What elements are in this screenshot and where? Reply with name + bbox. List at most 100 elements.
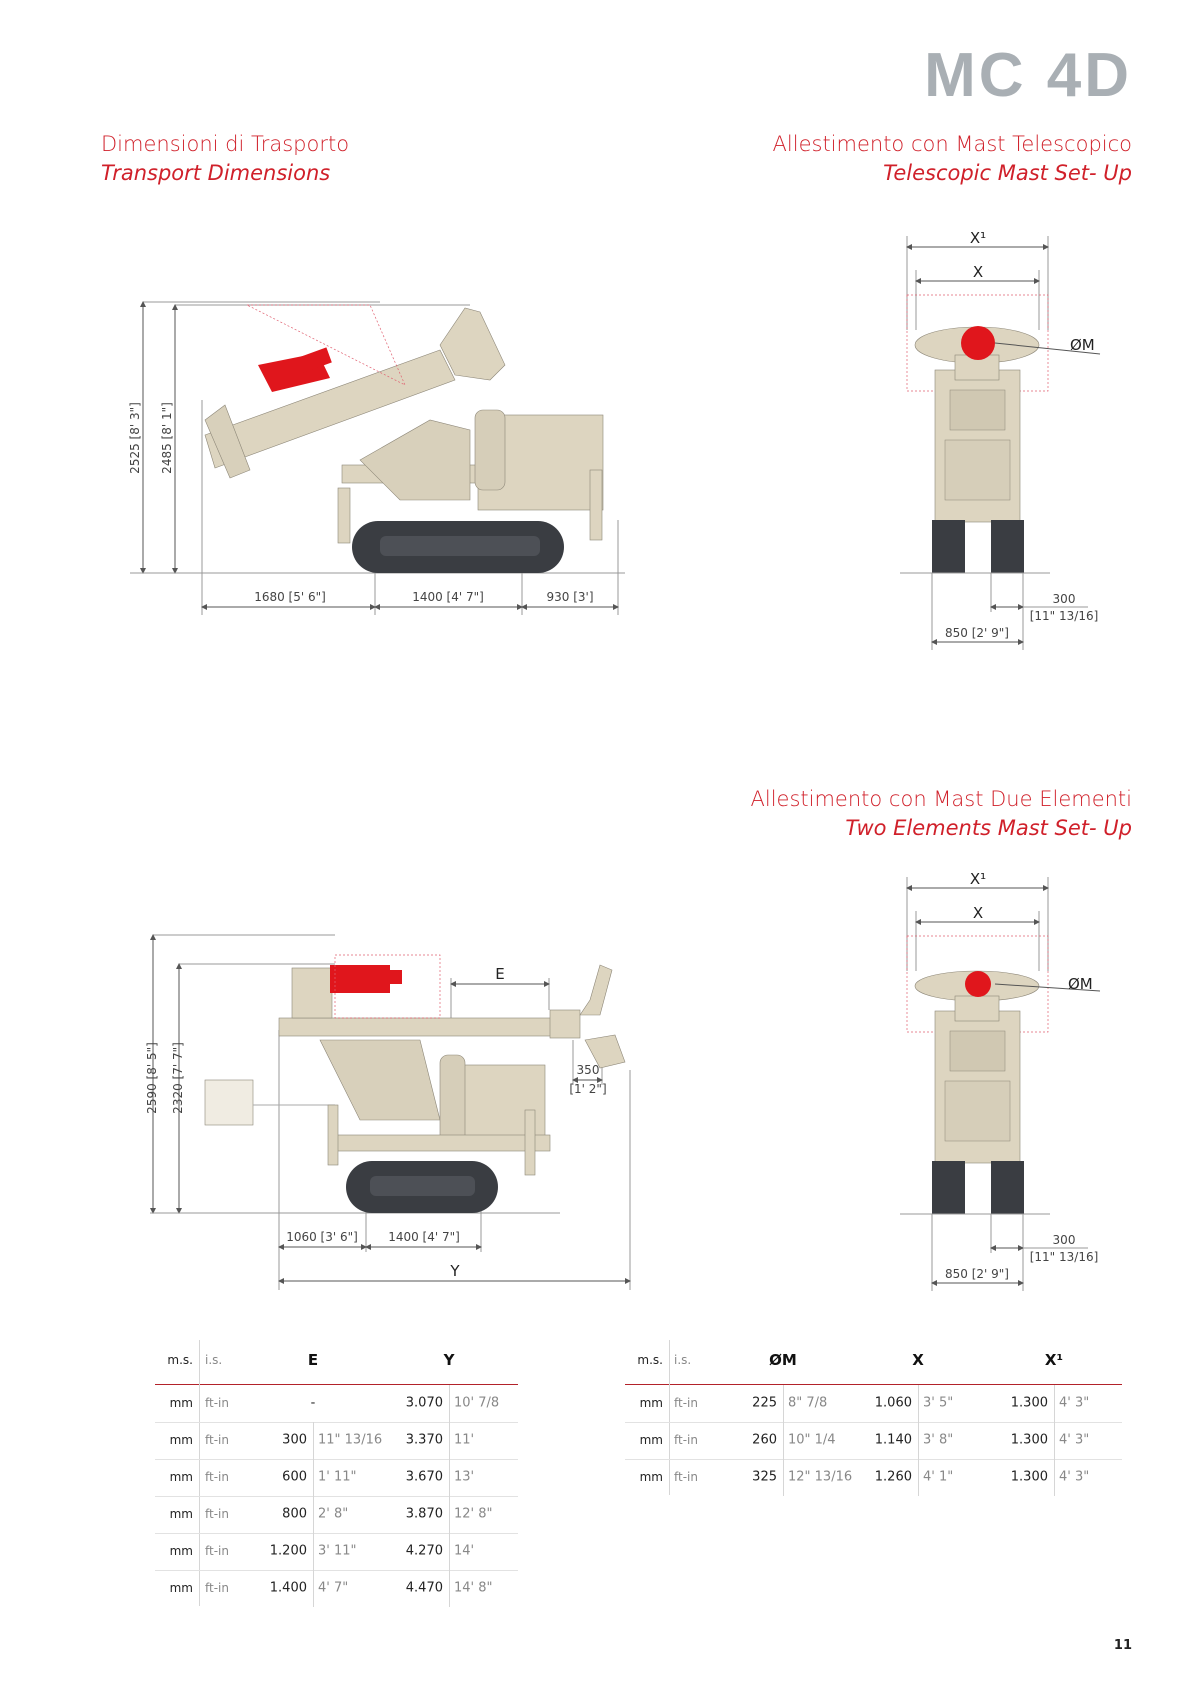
dim-length-930: 930 [3']: [546, 590, 593, 604]
column-divider: [313, 1569, 314, 1607]
dim-350: 350: [577, 1063, 600, 1077]
dim-height-2485: 2485 [8' 1"]: [160, 402, 174, 474]
cell-om-mm: 225: [752, 1395, 777, 1411]
cell-x1-ftin: 4' 3": [1059, 1395, 1090, 1411]
header-divider: [155, 1384, 518, 1385]
cell-x1-mm: 1.300: [1010, 1432, 1048, 1448]
dim-height-2525: 2525 [8' 3"]: [128, 402, 142, 474]
two-elements-title-it: Allestimento con Mast Due Elementi: [750, 787, 1132, 811]
row-unit-mm: mm: [169, 1396, 193, 1410]
header-x: X: [912, 1351, 924, 1369]
dim-e: E: [495, 965, 504, 983]
column-divider: [783, 1458, 784, 1496]
column-divider: [918, 1384, 919, 1422]
model-title: MC 4D: [924, 41, 1132, 110]
cell-e-ftin: 11" 13/16: [318, 1432, 383, 1448]
row-unit-ftin: ft-in: [674, 1396, 698, 1410]
dim-300-in: [11" 13/16]: [1030, 1250, 1099, 1264]
dim-length-1060: 1060 [3' 6"]: [286, 1230, 358, 1244]
column-divider: [313, 1458, 314, 1496]
drill-rig-illustration: [204, 304, 604, 573]
cell-om-mm: 325: [752, 1469, 777, 1485]
column-divider: [918, 1458, 919, 1496]
dim-x1: X¹: [970, 870, 986, 888]
row-divider: [155, 1495, 518, 1497]
cell-y-ftin: 14': [454, 1543, 475, 1559]
row-unit-mm: mm: [639, 1433, 663, 1447]
column-divider: [783, 1384, 784, 1422]
row-unit-mm: mm: [169, 1544, 193, 1558]
dim-length-1400: 1400 [4' 7"]: [412, 590, 484, 604]
dim-y: Y: [449, 1262, 460, 1280]
row-unit-mm: mm: [169, 1581, 193, 1595]
column-divider: [449, 1532, 450, 1570]
header-is: i.s.: [674, 1353, 692, 1367]
cell-y-mm: 3.070: [405, 1395, 443, 1411]
two-elements-title-en: Two Elements Mast Set- Up: [845, 816, 1132, 840]
column-divider: [449, 1458, 450, 1496]
dim-length-1400: 1400 [4' 7"]: [388, 1230, 460, 1244]
page-number: 11: [1113, 1638, 1132, 1653]
cell-y-mm: 3.370: [405, 1432, 443, 1448]
cell-x-ftin: 3' 5": [923, 1395, 954, 1411]
row-divider: [155, 1532, 518, 1534]
cell-y-mm: 3.870: [405, 1506, 443, 1522]
header-om: ØM: [769, 1351, 797, 1369]
column-divider: [1054, 1421, 1055, 1459]
dim-length-1680: 1680 [5' 6"]: [254, 590, 326, 604]
row-unit-ftin: ft-in: [205, 1507, 229, 1521]
column-divider: [199, 1340, 200, 1606]
cell-e-mm: 1.200: [269, 1543, 307, 1559]
column-divider: [313, 1532, 314, 1570]
dim-x1: X¹: [970, 229, 986, 247]
cell-e-ftin: 4' 7": [318, 1580, 349, 1596]
row-unit-mm: mm: [639, 1470, 663, 1484]
row-unit-ftin: ft-in: [205, 1544, 229, 1558]
dim-om: ØM: [1068, 975, 1093, 993]
row-unit-mm: mm: [169, 1433, 193, 1447]
column-divider: [669, 1340, 670, 1495]
dim-om: ØM: [1070, 336, 1095, 354]
cell-x-mm: 1.260: [874, 1469, 912, 1485]
column-divider: [449, 1495, 450, 1533]
row-unit-mm: mm: [169, 1470, 193, 1484]
dim-height-2590: 2590 [8' 5"]: [145, 1042, 159, 1114]
dim-850: 850 [2' 9"]: [945, 1267, 1009, 1281]
cell-y-mm: 4.470: [405, 1580, 443, 1596]
cell-x1-ftin: 4' 3": [1059, 1432, 1090, 1448]
dim-x: X: [973, 263, 983, 281]
header-ms: m.s.: [167, 1353, 193, 1367]
dim-350-in: [1' 2"]: [569, 1082, 606, 1096]
row-unit-ftin: ft-in: [205, 1433, 229, 1447]
cell-x-mm: 1.140: [874, 1432, 912, 1448]
header-x1: X¹: [1044, 1351, 1064, 1369]
cell-e-mm: 1.400: [269, 1580, 307, 1596]
telescopic-title-en: Telescopic Mast Set- Up: [883, 161, 1132, 185]
cell-e-ftin: 2' 8": [318, 1506, 349, 1522]
dim-850: 850 [2' 9"]: [945, 626, 1009, 640]
cell-y-ftin: 11': [454, 1432, 475, 1448]
row-divider: [155, 1421, 518, 1423]
cell-om-mm: 260: [752, 1432, 777, 1448]
cell-y-ftin: 10' 7/8: [454, 1395, 500, 1411]
dim-300-in: [11" 13/16]: [1030, 609, 1099, 623]
cell-x1-ftin: 4' 3": [1059, 1469, 1090, 1485]
dim-300: 300: [1053, 592, 1076, 606]
row-unit-ftin: ft-in: [674, 1470, 698, 1484]
dim-300: 300: [1053, 1233, 1076, 1247]
cell-e-ftin: 1' 11": [318, 1469, 357, 1485]
cell-e-mm: 600: [282, 1469, 307, 1485]
row-unit-ftin: ft-in: [205, 1581, 229, 1595]
header-e: E: [307, 1351, 319, 1369]
row-unit-mm: mm: [169, 1507, 193, 1521]
telescopic-front-view: X¹ X ØM 300 [11" 13/16] 850 [2' 9"]: [900, 229, 1101, 650]
row-divider: [155, 1458, 518, 1460]
cell-x-ftin: 4' 1": [923, 1469, 954, 1485]
cell-e-mm: 300: [282, 1432, 307, 1448]
header-divider: [625, 1384, 1122, 1385]
row-unit-ftin: ft-in: [205, 1470, 229, 1484]
column-divider: [1054, 1384, 1055, 1422]
